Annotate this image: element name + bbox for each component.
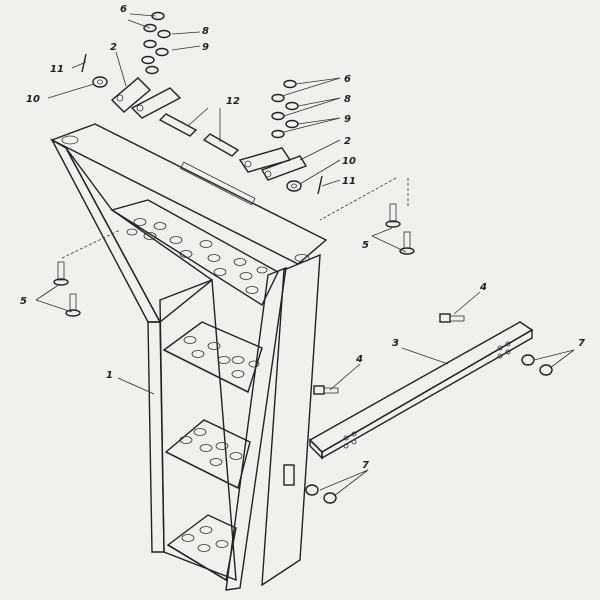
callout-12: 12: [226, 96, 240, 107]
callout-6-right: 6: [344, 74, 351, 85]
bolt-4-lower: [313, 385, 339, 395]
nuts-7-lower: [305, 484, 337, 504]
leader-lines: [35, 13, 575, 497]
callout-8-upper-left: 8: [202, 26, 209, 37]
callout-10-right: 10: [342, 156, 356, 167]
callout-2-right: 2: [344, 136, 351, 147]
washer-10-lower: [286, 180, 302, 192]
callout-11-right: 11: [342, 176, 356, 187]
hardware-upper-right: [271, 79, 299, 139]
washer-10-upper: [92, 76, 108, 88]
callout-6-upper-left: 6: [120, 4, 127, 15]
callout-9-right: 9: [344, 114, 351, 125]
bracket-2-lower: [238, 147, 308, 181]
callout-7-right: 7: [578, 338, 585, 349]
callout-8-right: 8: [344, 94, 351, 105]
callout-11-upper: 11: [50, 64, 64, 75]
callout-2-upper: 2: [110, 42, 117, 53]
nuts-7-right: [521, 354, 553, 376]
bolt-5-left: [53, 261, 81, 317]
callout-7-lower: 7: [362, 460, 369, 471]
bracket-2-upper: [110, 77, 182, 119]
callout-labels: 6 8 9 11 2 10 12 6 8 9 2 10 11 5 5 4 3 7…: [20, 4, 585, 471]
callout-1: 1: [106, 370, 113, 381]
callout-5-left: 5: [20, 296, 27, 307]
callout-9-upper-left: 9: [202, 42, 209, 53]
callout-10-upper: 10: [26, 94, 40, 105]
bar-part-3: [308, 321, 534, 460]
callout-3: 3: [392, 338, 399, 349]
bolt-4-upper: [439, 313, 465, 323]
callout-5-right: 5: [362, 240, 369, 251]
callout-4-lower: 4: [355, 354, 363, 365]
pins-12: [158, 113, 240, 157]
frame-part-1: [50, 123, 328, 591]
bolt-5-right: [385, 203, 415, 255]
hardware-upper-left: [141, 11, 171, 75]
callout-4-upper: 4: [479, 282, 487, 293]
cotter-pin-11-lower: [317, 175, 323, 195]
